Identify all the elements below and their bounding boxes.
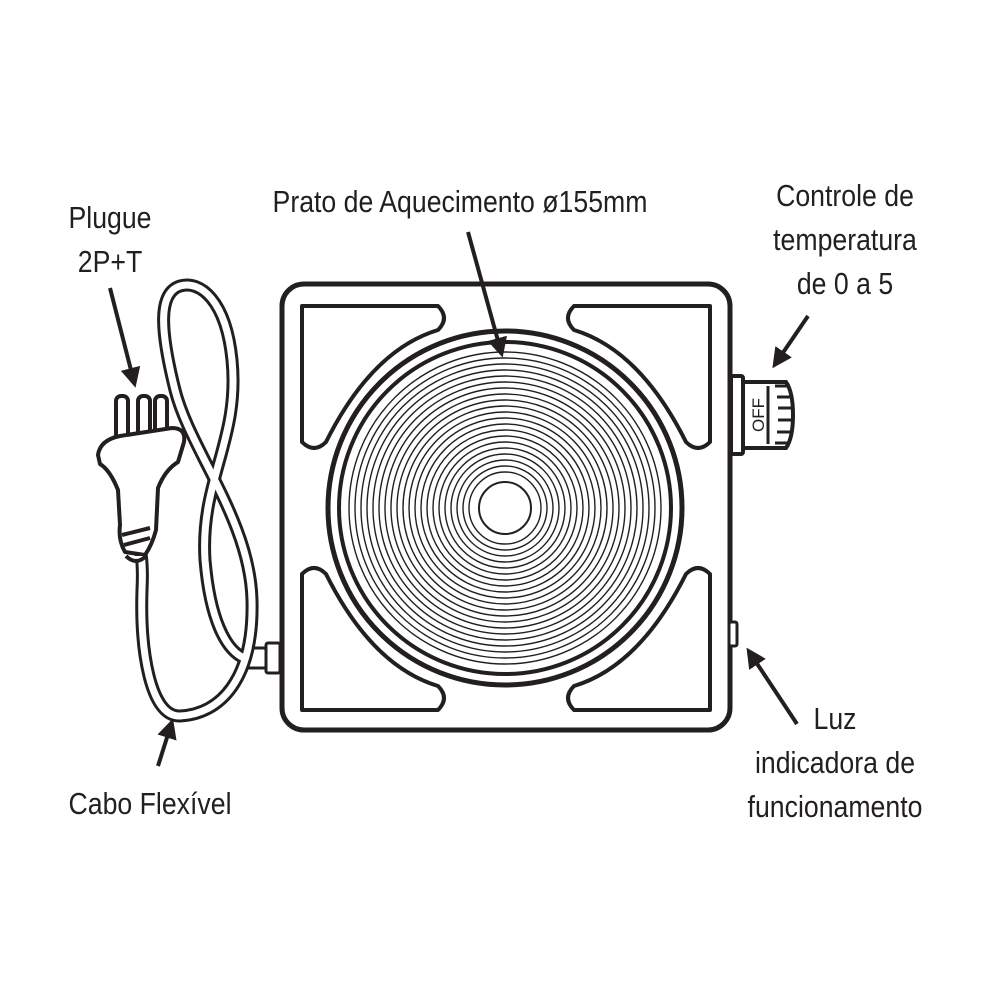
heating-coil-rings (348, 351, 662, 665)
pointer-arrows (108, 231, 810, 767)
plate-arrow (466, 231, 507, 358)
indicator-light-label-line-1: Luz (813, 701, 857, 736)
coil-ring (360, 363, 650, 653)
flexible-cable (133, 278, 259, 723)
light-arrow (746, 647, 799, 726)
coil-ring (462, 465, 548, 551)
heating-plate (325, 328, 685, 688)
heating-plate-label: Prato de Aquecimento ø155mm (219, 180, 701, 224)
coil-ring (354, 357, 656, 659)
coil-ring (426, 429, 584, 587)
indicator-light-label-line-3: funcionamento (747, 789, 923, 824)
coil-ring (468, 471, 542, 545)
coil-ring (444, 447, 566, 569)
plug-label-line-1: Plugue (68, 200, 152, 235)
flexible-cable-label-line-1: Cabo Flexível (68, 786, 232, 821)
coil-ring (438, 441, 572, 575)
coil-ring (384, 387, 626, 629)
coil-ring (348, 351, 662, 665)
coil-ring (432, 435, 578, 581)
temperature-control-label-line-2: temperatura (773, 222, 917, 257)
coil-ring (414, 417, 596, 599)
control-arrow (772, 314, 810, 369)
flexible-cable-label: Cabo Flexível (38, 782, 262, 826)
temperature-control-label: Controle de temperatura de 0 a 5 (738, 174, 953, 306)
temperature-control-label-line-3: de 0 a 5 (796, 266, 894, 301)
indicator-light (727, 620, 739, 648)
indicator-light-label: Luz indicadora de funcionamento (719, 697, 951, 829)
coil-ring (366, 369, 644, 647)
temperature-control-knob (729, 374, 796, 456)
plug-label: Plugue 2P+T (50, 196, 170, 284)
heating-plate-label-line-1: Prato de Aquecimento ø155mm (272, 184, 648, 219)
coil-ring (390, 393, 620, 623)
cable-arrow (156, 718, 177, 767)
hot-plate-body (279, 281, 733, 733)
knob-off-text: OFF (749, 398, 768, 432)
plug-arrow (108, 287, 141, 388)
plug-label-line-2: 2P+T (77, 244, 143, 279)
coil-ring (378, 381, 632, 635)
coil-ring (456, 459, 554, 557)
coil-ring (372, 375, 638, 641)
indicator-light-label-line-2: indicadora de (754, 745, 916, 780)
plug-2p-t (96, 394, 187, 563)
coil-ring (408, 411, 602, 605)
coil-ring (402, 405, 608, 611)
coil-ring (420, 423, 590, 593)
coil-ring (396, 399, 614, 617)
temperature-control-label-line-1: Controle de (776, 178, 914, 213)
coil-ring (450, 453, 560, 563)
corner-cutouts (300, 304, 712, 712)
